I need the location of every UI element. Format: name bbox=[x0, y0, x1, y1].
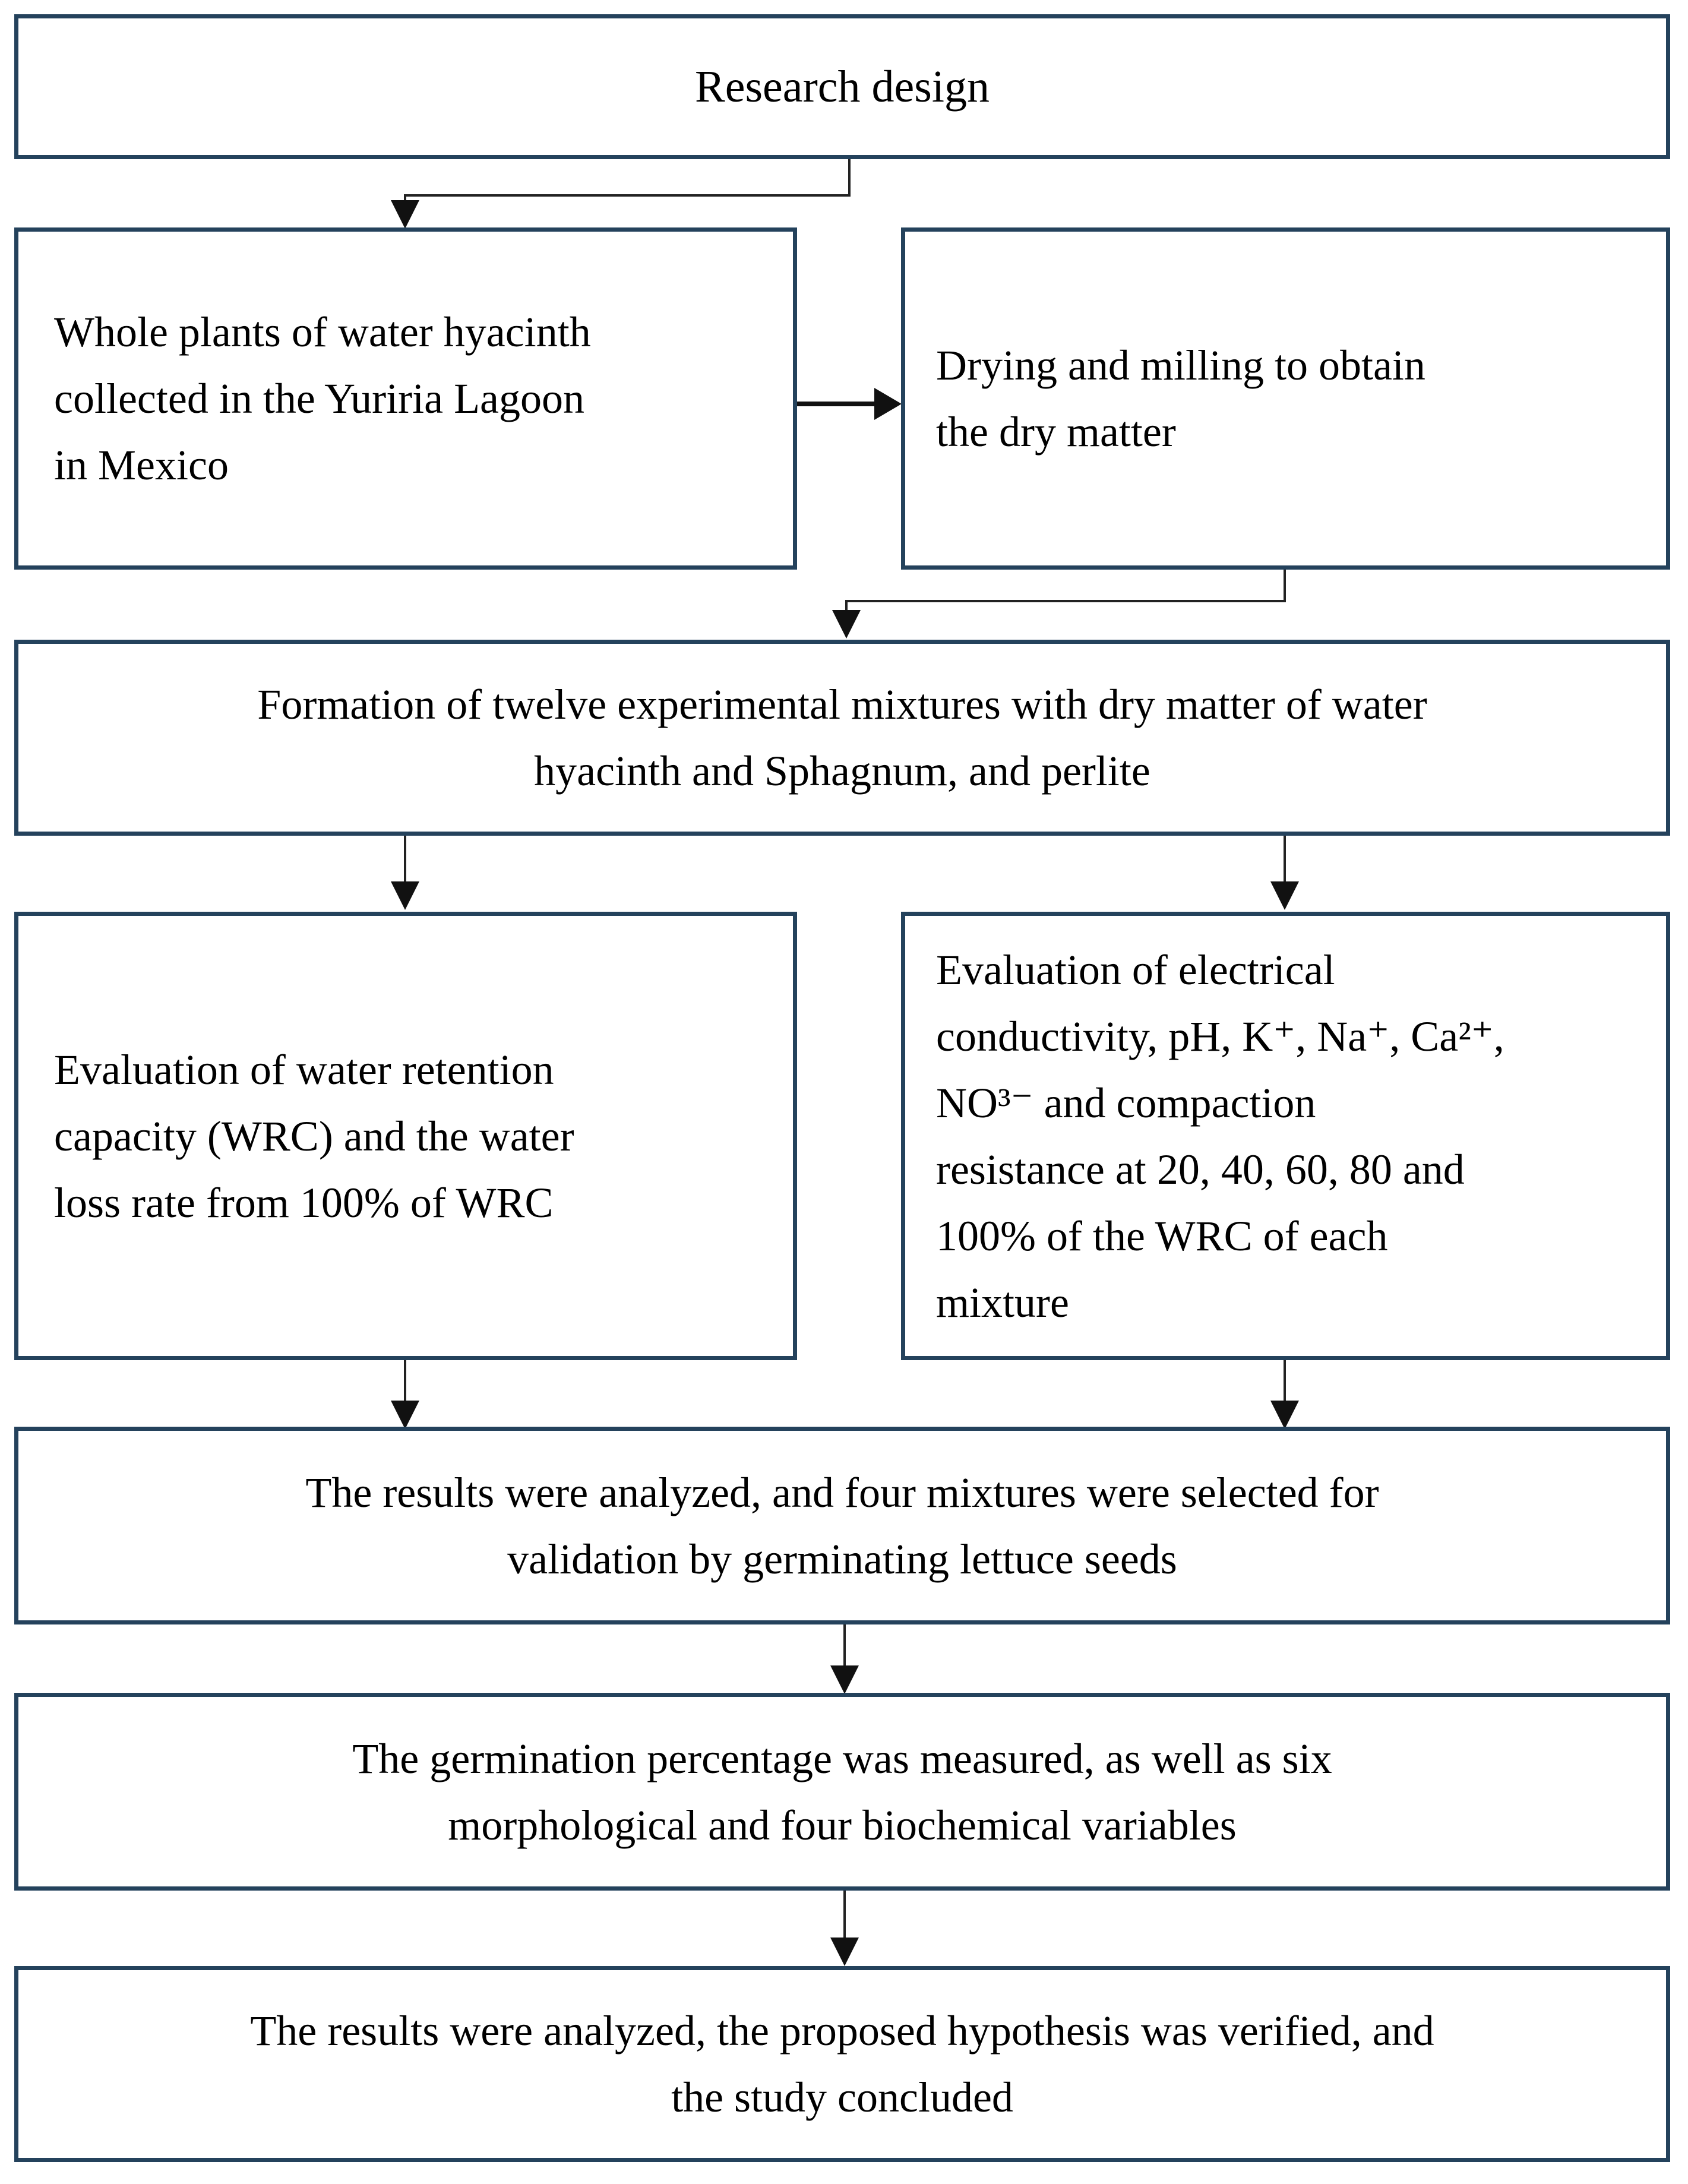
arrowhead-down bbox=[391, 1401, 419, 1429]
flow-box-formation: Formation of twelve experimental mixture… bbox=[14, 640, 1670, 836]
flow-box-drying: Drying and milling to obtain the dry mat… bbox=[901, 227, 1670, 570]
box-text-line: Formation of twelve experimental mixture… bbox=[257, 681, 1427, 728]
connector-drying-to-formation-horizontal bbox=[845, 600, 1286, 602]
flow-box-selection: The results were analyzed, and four mixt… bbox=[14, 1427, 1670, 1624]
box-text-line: conductivity, pH, K⁺, Na⁺, Ca²⁺, bbox=[936, 1012, 1504, 1060]
box-text-line: The germination percentage was measured,… bbox=[352, 1734, 1332, 1782]
box-text-line: capacity (WRC) and the water bbox=[54, 1112, 574, 1160]
connector-research-to-collection-stub bbox=[404, 194, 406, 204]
box-text-line: hyacinth and Sphagnum, and perlite bbox=[534, 747, 1150, 795]
connector-collection-to-drying bbox=[797, 402, 875, 406]
flow-box-conclusion: The results were analyzed, the proposed … bbox=[14, 1966, 1670, 2162]
box-text-line: the study concluded bbox=[671, 2074, 1013, 2121]
flow-box-research-design: Research design bbox=[14, 14, 1670, 159]
box-text-line: The results were analyzed, and four mixt… bbox=[305, 1468, 1379, 1516]
box-text-line: validation by germinating lettuce seeds bbox=[507, 1535, 1177, 1583]
arrowhead-down bbox=[830, 1665, 859, 1694]
connector-wrc-to-selection bbox=[404, 1360, 406, 1405]
connector-research-to-collection-vertical bbox=[848, 159, 851, 195]
arrowhead-right bbox=[874, 388, 902, 420]
flow-box-collection: Whole plants of water hyacinth collected… bbox=[14, 227, 797, 570]
flow-box-germination: The germination percentage was measured,… bbox=[14, 1693, 1670, 1891]
box-text-line: morphological and four biochemical varia… bbox=[448, 1801, 1237, 1849]
connector-chemical-to-selection bbox=[1284, 1360, 1286, 1405]
arrowhead-down bbox=[391, 200, 419, 229]
connector-formation-to-wrc bbox=[404, 836, 406, 884]
connector-formation-to-chemical bbox=[1284, 836, 1286, 884]
box-text-line: collected in the Yuriria Lagoon bbox=[54, 375, 585, 422]
box-text-line: mixture bbox=[936, 1278, 1069, 1326]
connector-drying-to-formation-vertical bbox=[1284, 570, 1286, 602]
box-text-line: Whole plants of water hyacinth bbox=[54, 308, 591, 356]
box-text-line: in Mexico bbox=[54, 441, 229, 489]
box-text-line: Research design bbox=[695, 62, 990, 112]
arrowhead-down bbox=[830, 1938, 859, 1966]
box-text-line: loss rate from 100% of WRC bbox=[54, 1178, 554, 1227]
box-text-line: NO³⁻ and compaction bbox=[936, 1079, 1316, 1127]
flow-box-wrc-evaluation: Evaluation of water retention capacity (… bbox=[14, 912, 797, 1360]
box-text-line: The results were analyzed, the proposed … bbox=[250, 2007, 1434, 2055]
arrowhead-down bbox=[391, 881, 419, 910]
box-text-line: 100% of the WRC of each bbox=[936, 1212, 1388, 1260]
box-text-line: Evaluation of water retention bbox=[54, 1045, 554, 1093]
box-text-line: Drying and milling to obtain bbox=[936, 342, 1425, 389]
flow-box-chemical-evaluation: Evaluation of electrical conductivity, p… bbox=[901, 912, 1670, 1360]
box-text-line: Evaluation of electrical bbox=[936, 946, 1335, 994]
arrowhead-down bbox=[832, 610, 861, 639]
connector-selection-to-germination bbox=[843, 1624, 846, 1672]
box-text-line: resistance at 20, 40, 60, 80 and bbox=[936, 1145, 1465, 1193]
connector-germination-to-conclusion bbox=[843, 1891, 846, 1939]
connector-research-to-collection-horizontal bbox=[404, 194, 851, 197]
connector-drying-to-formation-stub bbox=[845, 600, 848, 612]
arrowhead-down bbox=[1270, 881, 1299, 910]
arrowhead-down bbox=[1270, 1401, 1299, 1429]
box-text-line: the dry matter bbox=[936, 408, 1176, 456]
